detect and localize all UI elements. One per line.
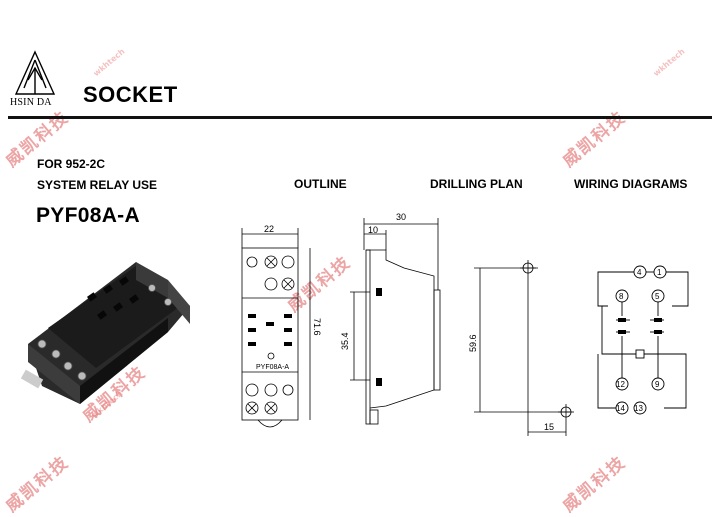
terminal-5: 5	[655, 292, 660, 301]
front-width-label: 22	[264, 224, 274, 234]
terminal-4: 4	[637, 268, 642, 277]
model-number: PYF08A-A	[36, 204, 140, 227]
outline-front-view: 22 PYF08A-A 71.6	[241, 224, 322, 428]
use-line: SYSTEM RELAY USE	[37, 178, 158, 192]
terminal-8: 8	[619, 292, 624, 301]
front-height-label: 71.6	[312, 318, 322, 336]
wiring-heading: WIRING DIAGRAMS	[574, 177, 688, 191]
terminal-1: 1	[657, 268, 662, 277]
watermark-sub: wkhtech	[91, 46, 127, 79]
drill-offset-label: 15	[544, 422, 554, 432]
for-line: FOR 952-2C	[37, 157, 106, 171]
watermark: 威凯科技	[2, 452, 74, 517]
terminal-14: 14	[616, 404, 625, 413]
drilling-heading: DRILLING PLAN	[430, 177, 523, 191]
page-title: SOCKET	[83, 82, 178, 107]
outline-heading: OUTLINE	[294, 177, 347, 191]
terminal-13: 13	[634, 404, 643, 413]
wiring-diagram: 4 1 8 5 12 9 14 13	[597, 265, 689, 415]
side-width-label: 30	[396, 212, 406, 222]
terminal-9: 9	[655, 380, 660, 389]
outline-side-view: 30 10 35.4	[340, 212, 441, 425]
socket-photo	[20, 262, 190, 404]
hsinda-logo	[14, 50, 56, 95]
header-rule	[8, 116, 712, 119]
brand-name: HSIN DA	[10, 97, 52, 108]
side-height-label: 35.4	[340, 332, 350, 350]
terminal-12: 12	[616, 380, 625, 389]
drilling-plan: 59.6 15	[468, 260, 574, 436]
watermark: 威凯科技	[559, 107, 631, 172]
side-offset-label: 10	[368, 225, 378, 235]
watermark: 威凯科技	[559, 452, 631, 517]
watermark-sub: wkhtech	[651, 46, 687, 79]
drill-height-label: 59.6	[468, 334, 478, 352]
front-label: PYF08A-A	[256, 364, 289, 371]
